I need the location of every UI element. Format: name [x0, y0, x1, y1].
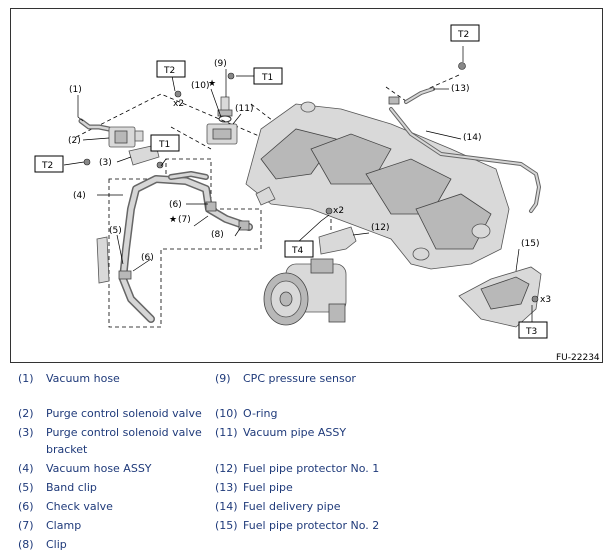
fuel-pipe-protector-no1	[318, 226, 357, 255]
callout-8: (8)	[211, 230, 224, 240]
vacuum-hose-assy	[118, 171, 253, 323]
torque-tag-t1-left: T1	[150, 134, 180, 152]
callout-4: (4)	[73, 191, 86, 201]
callout-2: (2)	[68, 136, 81, 146]
fuel-pipe	[388, 87, 435, 105]
callout-15: (15)	[521, 239, 539, 249]
qty-x2-t4: x2	[333, 206, 344, 216]
callout-12: (12)	[371, 223, 389, 233]
torque-tag-t3: T3	[518, 321, 548, 339]
callout-11: (11)	[235, 104, 253, 114]
vacuum-hose-1	[78, 118, 112, 132]
callout-14: (14)	[463, 133, 481, 143]
svg-text:T3: T3	[525, 327, 537, 337]
cpc-pressure-sensor	[217, 96, 233, 117]
parts-diagram: (1) (2) (3) (4) (5) (6) (6) (7) (8) (9) …	[10, 8, 603, 363]
parts-legend: (1) Vacuum hose (2) Purge control soleno…	[18, 372, 380, 551]
fuel-delivery-pipe	[389, 107, 541, 213]
callout-10: (10)	[191, 81, 209, 91]
svg-text:T4: T4	[291, 246, 303, 256]
callout-6b: (6)	[141, 253, 154, 263]
qty-x3-t3: x3	[540, 295, 551, 305]
svg-text:T1: T1	[158, 140, 170, 150]
svg-text:T2: T2	[457, 30, 469, 40]
svg-text:T2: T2	[163, 66, 175, 76]
callout-3: (3)	[99, 158, 112, 168]
torque-tag-t2-upper: T2	[156, 60, 186, 78]
callout-labels: (1) (2) (3) (4) (5) (6) (6) (7) (8) (9) …	[68, 59, 551, 305]
star-symbol-7: ★	[169, 215, 177, 225]
vacuum-pipe-assy	[206, 123, 238, 145]
callout-13: (13)	[451, 84, 469, 94]
qty-x2-t2: x2	[173, 99, 184, 109]
band-clip	[96, 236, 110, 284]
svg-text:T1: T1	[261, 73, 273, 83]
callout-6a: (6)	[169, 200, 182, 210]
purge-solenoid-valve	[108, 126, 144, 148]
torque-tag-t2-right: T2	[450, 24, 480, 42]
vacuum-hose-assy-boundary	[108, 158, 262, 328]
callout-5: (5)	[109, 226, 122, 236]
callout-7: (7)	[178, 215, 191, 225]
torque-tag-t2-left: T2	[34, 155, 64, 173]
svg-text:T2: T2	[41, 161, 53, 171]
torque-tag-t1-upper: T1	[253, 67, 283, 85]
star-symbol-10: ★	[208, 79, 216, 89]
callout-9: (9)	[214, 59, 227, 69]
leader-lines	[63, 46, 533, 322]
torque-tag-t4: T4	[284, 240, 314, 258]
figure-id: FU-22234	[556, 353, 600, 363]
o-ring	[218, 115, 232, 123]
intake-manifold	[245, 101, 510, 270]
compressor	[263, 258, 347, 326]
callout-1: (1)	[69, 85, 82, 95]
fuel-pipe-protector-no2	[458, 266, 542, 328]
